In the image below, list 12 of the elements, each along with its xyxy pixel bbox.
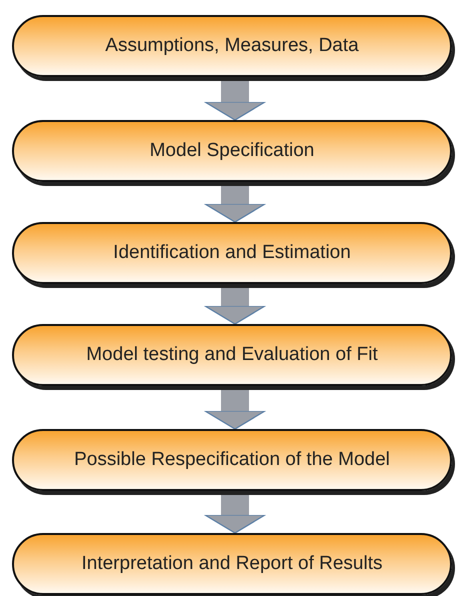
block-arrow: [204, 288, 266, 325]
step-label: Interpretation and Report of Results: [81, 553, 382, 575]
block-arrow: [204, 81, 266, 121]
block-arrow: [204, 390, 266, 430]
step-label: Assumptions, Measures, Data: [105, 35, 359, 57]
block-arrow: [204, 495, 266, 534]
block-arrow: [204, 186, 266, 223]
step-label: Identification and Estimation: [113, 242, 351, 264]
step-label: Possible Respecification of the Model: [74, 449, 390, 471]
process-box: [12, 533, 452, 595]
step-label: Model Specification: [150, 140, 314, 162]
step-label: Model testing and Evaluation of Fit: [86, 344, 378, 366]
